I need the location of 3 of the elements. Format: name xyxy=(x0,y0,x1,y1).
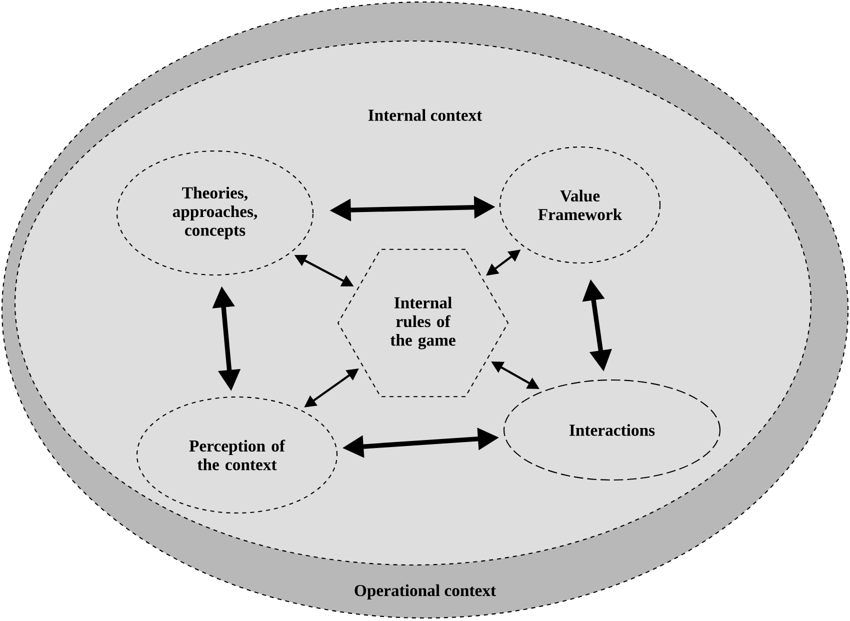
context-label: Internal context xyxy=(368,109,482,121)
context-label: Operational context xyxy=(354,584,496,600)
hexagon: Internal rules of the game xyxy=(337,248,509,398)
